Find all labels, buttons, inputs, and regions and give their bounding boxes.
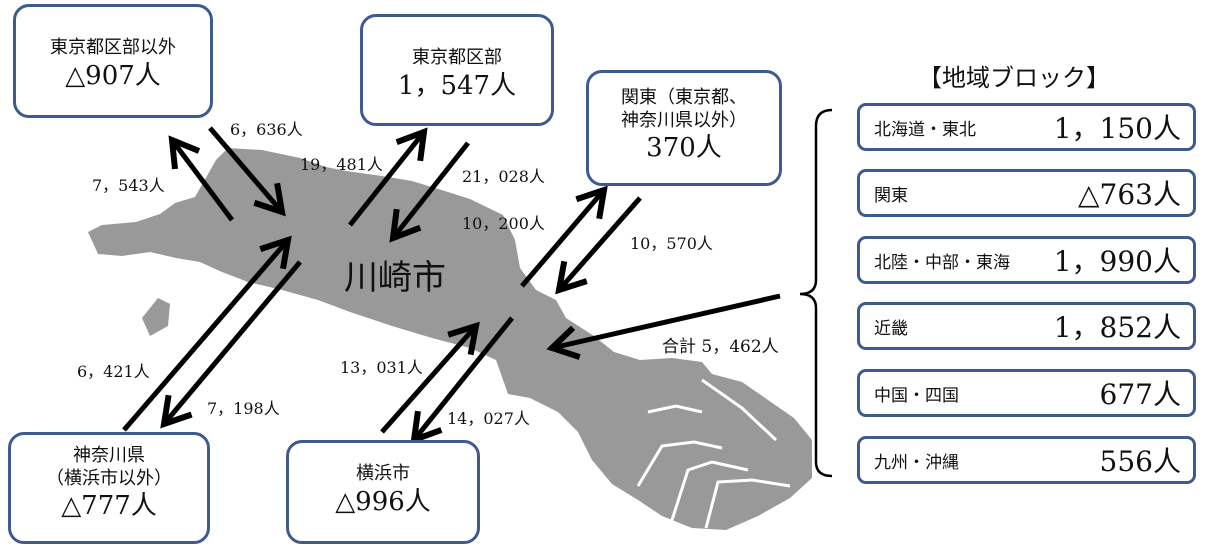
block-name: 近畿 [874,318,908,339]
arrow-from-kanto [559,196,642,290]
region-name-kanagawa-line1: 神奈川県 [73,445,145,466]
region-value-tokyo-wards: 1，547人 [397,70,517,101]
region-name-kanagawa-line2: （横浜市以外） [46,467,172,489]
region-name-kanto-line2: 神奈川県以外） [621,109,747,131]
region-name-yokohama: 横浜市 [356,463,410,484]
region-name-kanto-line1: 関東（東京都、 [621,87,747,108]
region-value-kanto-other: 370人 [646,133,722,163]
block-name: 関東 [874,185,908,206]
block-value: 556人 [1099,445,1181,478]
region-name-tokyo-wards: 東京都区部 [412,47,502,68]
region-name-tokyo-other: 東京都区部以外 [50,37,176,58]
total-label: 合計 5，462人 [662,337,779,357]
arrow-to-kanagawa-out [164,260,302,424]
arrow-to-kanagawa-from [122,240,288,432]
arrow-from-tokyo-wards [393,141,470,238]
region-box-tokyo-other: 東京都区部以外 △907人 [13,4,213,118]
region-box-kanto-other: 関東（東京都、 神奈川県以外） 370人 [586,70,782,186]
region-value-tokyo-other: △907人 [65,60,161,91]
coastal-reclaimed-lines [636,378,791,529]
arrow-to-tokyo-other [172,140,234,222]
block-row-1: 関東 △763人 [857,169,1196,217]
arrow-to-yokohama [414,316,514,440]
region-value-kanagawa-other: △777人 [61,491,157,521]
block-row-3: 近畿 1，852人 [857,302,1196,350]
region-value-yokohama: △996人 [335,486,431,517]
kawasaki-islet [142,298,170,336]
block-name: 中国・四国 [874,385,959,406]
arrow-to-kanto [520,190,604,288]
flow-label-kanagawa-out: 7，198人 [207,399,280,418]
block-value: 1，150人 [1053,112,1181,145]
block-value: 677人 [1099,378,1181,411]
block-row-0: 北海道・東北 1，150人 [857,103,1196,151]
flow-label-kanto-in: 10，570人 [630,234,713,253]
flow-label-yokohama-out: 14，027人 [447,409,530,428]
block-value: 1，852人 [1053,311,1181,344]
block-row-4: 中国・四国 677人 [857,369,1196,417]
flow-label-yokohama-in: 13，031人 [340,358,423,377]
block-name: 北海道・東北 [874,119,976,140]
arrow-to-tokyo-wards [348,132,424,227]
blocks-brace [799,108,833,478]
block-value: △763人 [1078,178,1181,211]
flow-label-tokyo-wards-in: 21，028人 [462,167,545,186]
block-name: 北陸・中部・東海 [874,252,1010,273]
arrow-total-inflow [552,293,781,348]
block-row-5: 九州・沖縄 556人 [857,436,1196,484]
flow-label-tokyo-other-out: 7，543人 [92,176,165,195]
flow-label-tokyo-wards-out: 19，481人 [300,155,383,174]
flow-arrows [122,126,781,440]
arrow-from-yokohama [380,326,476,434]
region-box-yokohama: 横浜市 △996人 [286,440,480,544]
flow-label-tokyo-other-in: 6，636人 [230,120,303,139]
region-box-tokyo-wards: 東京都区部 1，547人 [360,14,554,126]
flow-label-kanagawa-in: 6，421人 [77,362,150,381]
flow-label-kanto-out: 10，200人 [462,214,545,233]
block-name: 九州・沖縄 [874,452,959,473]
block-value: 1，990人 [1053,245,1181,278]
block-row-2: 北陸・中部・東海 1，990人 [857,236,1196,284]
city-label: 川崎市 [344,258,446,298]
region-box-kanagawa-other: 神奈川県 （横浜市以外） △777人 [8,432,210,544]
blocks-title: 【地域ブロック】 [918,64,1110,92]
arrow-from-tokyo-other [208,126,282,212]
